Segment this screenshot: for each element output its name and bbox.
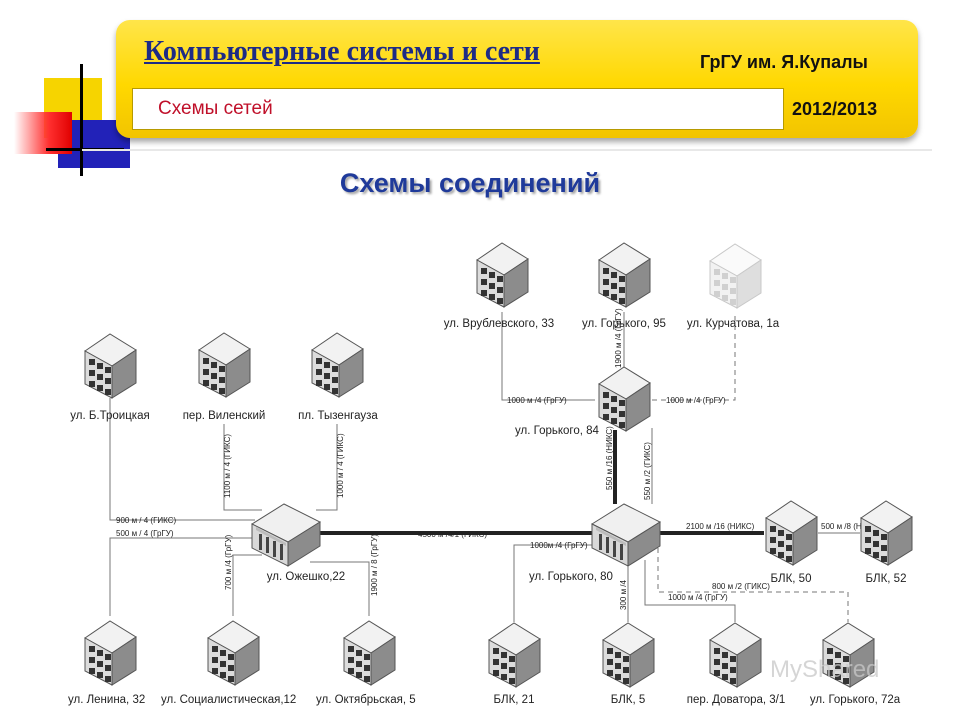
edge-label: 800 м /2 (ГИКС) [712,582,770,591]
node-label: ул. Горького, 84 [515,425,600,437]
building-icon [207,620,260,686]
edge-label: 1000 м /4 (ГрГУ) [668,593,728,602]
node-label: БЛК, 21 [494,694,535,706]
edge-label: 2100 м /16 (НИКС) [686,522,755,531]
edge-ozheshko-vilenskiy [223,424,262,511]
edge-label: 550 м /2 (ГИКС) [643,442,652,500]
edge-label: 500 м / 4 (ГрГУ) [116,529,174,538]
slide-title: Схемы соединений [339,168,601,198]
section-title: Схемы сетей [158,98,273,119]
edge-gorkogo84-vrublevskogo [501,312,595,401]
node-label: ул. Б.Троицкая [70,410,149,422]
node-label: ул. Курчатова, 1а [687,318,780,330]
node-label: пер. Виленский [183,410,266,422]
academic-year: 2012/2013 [792,99,878,119]
edge-label: 1000 м /4 (ГрГУ) [666,396,726,405]
node-label: ул. Горького, 95 [582,318,666,330]
edge-ozheshko-lenina [109,537,255,616]
edge-ozheshko-troickaya [109,398,255,521]
building-icon [709,622,762,688]
building-icon [598,242,651,308]
edge-ozheshko-oktyabr [310,561,370,616]
course-title: Компьютерные системы и сети [144,36,540,67]
edge-label: 1000 м /4 (ГрГУ) [507,396,567,405]
edge-gorkogo80-blk21 [513,544,595,622]
edge-ozheshko-tyzengauza [316,424,338,511]
university-name: ГрГУ им. Я.Купалы [700,52,868,72]
edge-label: 1000 м / 4 (ГИКС) [336,433,345,498]
building-icon [598,366,651,432]
edge-label: 1900 м /4 (ГрГУ) [614,308,623,368]
edge-gorkogo80-gorkogo72a [657,548,849,622]
building-icon [602,622,655,688]
edge-label: 1900 м / 8 (ГрГУ) [370,534,379,596]
building-icon [198,332,251,398]
edge-gorkogo80-dovatora [644,560,736,622]
node-label: ул. Ленина, 32 [68,694,145,706]
watermark-text: MyShared [770,656,880,683]
node-label: ул. Врублевского, 33 [444,318,554,330]
node-label: БЛК, 5 [611,694,646,706]
edge-label: 900 м / 4 (ГИКС) [116,516,177,525]
node-label: ул. Социалистическая,12 [161,694,296,706]
node-label: пл. Тызенгауза [298,410,378,422]
building-icon [488,622,541,688]
node-label: ул. Горького, 72а [810,694,901,706]
edge-label: 500 м /8 (НИКС) [821,522,881,531]
node-label: БЛК, 50 [771,573,812,585]
deco-red-square [14,112,72,154]
hub-building-icon [251,503,321,567]
edge-label: 700 м /4 (ГрГУ) [224,534,233,590]
section-box: Схемы сетей [132,88,784,130]
node-label: ул. Ожешко,22 [267,571,345,583]
node-label: ул. Октябрьская, 5 [316,694,416,706]
building-icon [476,242,529,308]
edge-ozheshko-socialist [232,554,262,616]
deco-vertical-line [80,64,83,176]
edge-label: 1100 м / 4 (ГИКС) [223,434,232,498]
building-icon [860,500,913,566]
hub-building-icon [591,503,661,567]
edge-label: 300 м /4 [619,579,628,610]
node-label: пер. Доватора, 3/1 [687,694,786,706]
edge-label: 1000м /4 (ГрГУ) [530,541,588,550]
node-label: БЛК, 52 [866,573,907,585]
header-divider [82,149,932,151]
planned-building-icon [709,243,762,309]
edge-gorkogo84-kurchatova [652,312,736,401]
edge-label: 550 м /16 (НИКС) [605,426,614,490]
building-icon [84,333,137,399]
building-icon [84,620,137,686]
edge-label: 4500 м /4/1 (ГИКС) [418,530,487,539]
building-icon [311,332,364,398]
node-label: ул. Горького, 80 [529,571,613,583]
building-icon [343,620,396,686]
building-icon [765,500,818,566]
